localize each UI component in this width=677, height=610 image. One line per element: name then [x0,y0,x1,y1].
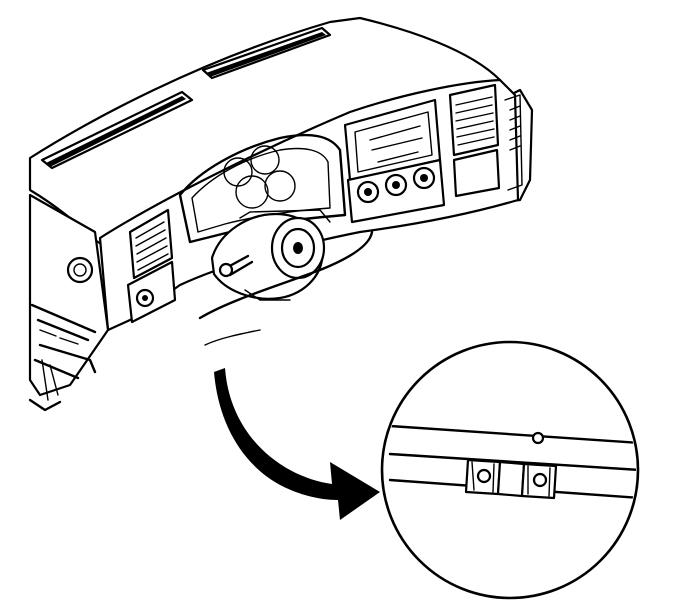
left-end-vent-inner [73,263,87,277]
column-bracket [239,209,331,301]
steering-hub-center [293,242,303,254]
radio-buttons [369,125,423,163]
defroster-vent-left-shadow [46,96,186,167]
gauge-3 [235,175,269,209]
left-end-vent [66,256,94,284]
steering-column [210,209,331,301]
right-vent-louvers [455,96,495,146]
lower-left-frame [30,303,97,380]
hvac-knob-left-center [364,188,372,196]
retainer-clip-left-tab [471,461,495,493]
left-vent-bezel [128,208,174,280]
hvac-knob-center-center [392,181,400,189]
right-air-vent [448,83,501,198]
radio-face [354,111,433,173]
panel-fastener-hole [531,431,545,445]
lower-left-details [39,329,79,401]
instrument-panel [28,16,534,412]
lower-left-edge [28,398,62,412]
far-right-vent-edge [504,94,523,191]
retainer-clip-bridge [496,460,526,498]
gauge-2 [250,145,280,175]
defroster-vent-center-shadow [206,32,326,77]
retainer-clip-right-tab [527,465,551,497]
right-vent-lower-box [452,148,501,198]
right-vent-bezel [448,83,500,157]
gauge-1 [223,157,253,187]
gauge-4 [264,170,296,202]
left-end-cap [28,193,110,397]
knee-bolster-curve [198,230,374,320]
headlamp-switch-knob-center [142,295,148,301]
detail-view [380,340,640,600]
retainer-clip-left-hole [476,468,492,484]
callout-arrow [214,368,380,520]
panel-edge-middle [388,452,636,472]
knee-bolster-slot [204,329,261,346]
stalk-knob [218,262,234,278]
panel-edge-upper [388,424,636,445]
hvac-knob-right-center [420,174,428,182]
left-vent-and-switches [126,208,177,324]
left-vent-louvers [135,221,169,271]
center-stack [343,98,446,224]
retainer-clip-right-hole [532,472,548,488]
instrument-gauges [223,145,296,209]
detail-contents [388,424,636,500]
